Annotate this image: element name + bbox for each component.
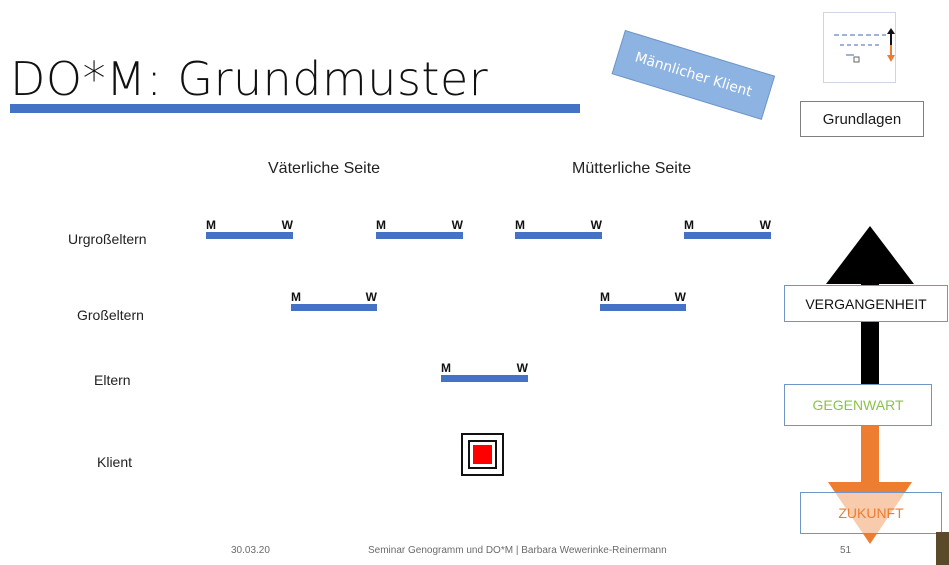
footer-date: 30.03.20 xyxy=(231,545,270,556)
past-arrowhead-icon xyxy=(826,226,914,284)
couple-parents: M W xyxy=(441,361,528,382)
row-label-great-grandparents: Urgroßeltern xyxy=(68,231,147,247)
couple-line xyxy=(600,304,686,311)
row-label-client: Klient xyxy=(97,454,133,470)
male-marker: M xyxy=(441,361,451,375)
female-marker: W xyxy=(674,290,686,304)
couple-great-grandparents-2: M W xyxy=(376,218,463,239)
male-client-sticker[interactable]: Männlicher Klient xyxy=(611,30,776,120)
paternal-side-heading: Väterliche Seite xyxy=(268,160,381,177)
couple-great-grandparents-4: M W xyxy=(684,218,771,239)
future-label[interactable]: ZUKUNFT xyxy=(800,492,942,534)
couple-line xyxy=(441,375,528,382)
client-red-square xyxy=(473,445,492,464)
female-marker: W xyxy=(759,218,771,232)
client-inner-frame xyxy=(468,440,497,469)
side-vertical-strip xyxy=(936,390,948,510)
couple-grandparents-maternal: M W xyxy=(600,290,686,311)
thumbnail-icon xyxy=(834,28,895,63)
grundlagen-button[interactable]: Grundlagen xyxy=(800,101,924,137)
female-marker: W xyxy=(590,218,602,232)
male-marker: M xyxy=(600,290,610,304)
female-marker: W xyxy=(516,361,528,375)
row-label-parents: Eltern xyxy=(94,372,131,388)
couple-line xyxy=(206,232,293,239)
couple-great-grandparents-3: M W xyxy=(515,218,602,239)
footer-center: Seminar Genogramm und DO*M | Barbara Wew… xyxy=(368,545,667,556)
female-marker: W xyxy=(365,290,377,304)
female-marker: W xyxy=(281,218,293,232)
male-marker: M xyxy=(376,218,386,232)
title-underline xyxy=(10,104,580,113)
present-label[interactable]: GEGENWART xyxy=(784,384,932,426)
presenter-photo xyxy=(936,532,949,565)
couple-grandparents-paternal: M W xyxy=(291,290,377,311)
male-marker: M xyxy=(684,218,694,232)
couple-line xyxy=(291,304,377,311)
footer-page-number: 51 xyxy=(840,545,852,556)
couple-line xyxy=(515,232,602,239)
male-marker: M xyxy=(291,290,301,304)
client-symbol xyxy=(461,433,504,476)
past-label[interactable]: VERGANGENHEIT xyxy=(784,285,948,322)
couple-line xyxy=(376,232,463,239)
grundlagen-thumbnail[interactable] xyxy=(823,12,896,83)
male-marker: M xyxy=(515,218,525,232)
slide-title: DO*M: Grundmuster xyxy=(10,52,489,106)
male-marker: M xyxy=(206,218,216,232)
couple-line xyxy=(684,232,771,239)
couple-great-grandparents-1: M W xyxy=(206,218,293,239)
maternal-side-heading: Mütterliche Seite xyxy=(572,160,692,177)
female-marker: W xyxy=(451,218,463,232)
row-label-grandparents: Großeltern xyxy=(77,307,144,323)
